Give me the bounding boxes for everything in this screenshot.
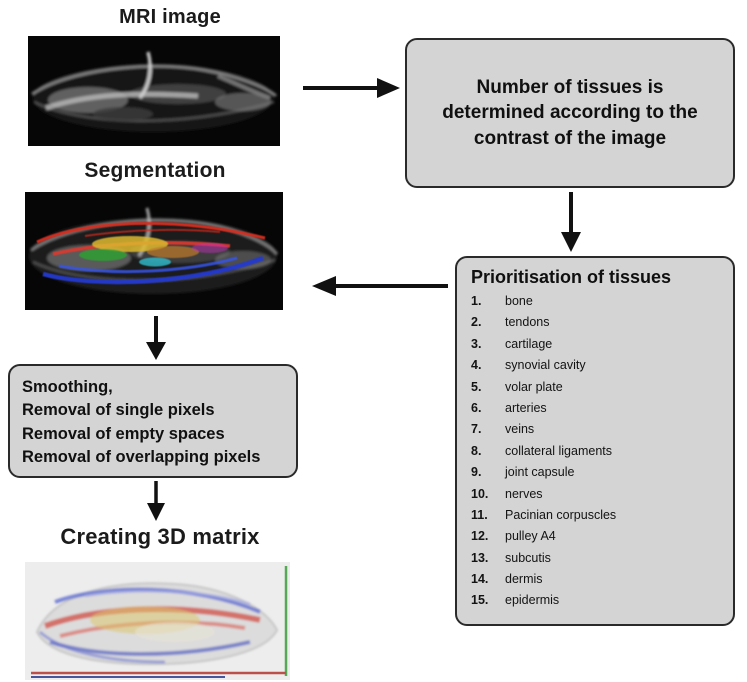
item-label: veins	[505, 422, 535, 437]
prioritisation-item: 6. arteries	[471, 401, 725, 422]
prioritisation-item: 13. subcutis	[471, 551, 725, 572]
arrow-processing-to-matrix	[147, 481, 165, 521]
item-label: cartilage	[505, 336, 553, 351]
matrix-title: Creating 3D matrix	[60, 524, 260, 549]
item-label: volar plate	[505, 379, 563, 394]
item-label: dermis	[505, 572, 543, 587]
prioritisation-item: 10. nerves	[471, 487, 725, 508]
tissue-count-text: Number of tissues is determined accordin…	[442, 77, 698, 149]
processing-line: Smoothing,	[22, 378, 113, 396]
processing-line: Removal of overlapping pixels	[22, 448, 261, 467]
prioritisation-item: 14. dermis	[471, 572, 725, 593]
prioritisation-title: Prioritisation of tissues	[471, 267, 672, 287]
item-label: nerves	[505, 486, 543, 501]
prioritisation-item: 1. bone	[471, 294, 725, 315]
prioritisation-list: 1. bone 2. tendons 3. cartilage 4. synov…	[471, 294, 725, 615]
item-number: 6.	[471, 400, 482, 415]
arrow-prioritisation-to-segmentation	[312, 276, 448, 296]
arrow-segmentation-to-processing	[146, 316, 166, 360]
item-number: 12.	[471, 529, 489, 544]
processing-line: Removal of single pixels	[22, 401, 215, 420]
prioritisation-item: 11. Pacinian corpuscles	[471, 508, 725, 529]
processing-line: Removal of empty spaces	[22, 424, 225, 443]
item-number: 13.	[471, 550, 489, 565]
item-label: pulley A4	[505, 529, 556, 544]
item-label: arteries	[505, 400, 547, 415]
processing-box: Smoothing, Removal of single pixels Remo…	[8, 364, 298, 478]
item-label: tendons	[505, 315, 550, 330]
prioritisation-item: 5. volar plate	[471, 380, 725, 401]
item-number: 8.	[471, 443, 482, 458]
item-number: 5.	[471, 379, 482, 394]
arrow-count-to-prioritisation	[561, 192, 581, 252]
prioritisation-item: 7. veins	[471, 422, 725, 443]
item-number: 9.	[471, 465, 482, 480]
prioritisation-item: 2. tendons	[471, 315, 725, 336]
item-number: 11.	[471, 507, 488, 522]
mri-scan-graphic	[28, 36, 280, 146]
item-number: 3.	[471, 336, 482, 351]
prioritisation-item: 9. joint capsule	[471, 465, 725, 486]
prioritisation-item: 3. cartilage	[471, 337, 725, 358]
item-label: synovial cavity	[505, 358, 586, 373]
item-label: bone	[505, 294, 533, 308]
matrix-image	[25, 562, 290, 680]
matrix-render-graphic	[25, 562, 290, 680]
item-number: 2.	[471, 315, 482, 330]
segmentation-title: Segmentation	[84, 159, 226, 182]
prioritisation-item: 12. pulley A4	[471, 529, 725, 550]
item-label: Pacinian corpuscles	[505, 507, 617, 522]
prioritisation-box: Prioritisation of tissues 1. bone 2. ten…	[455, 256, 735, 626]
item-number: 7.	[471, 422, 482, 437]
item-label: epidermis	[505, 593, 560, 608]
prioritisation-item: 8. collateral ligaments	[471, 444, 725, 465]
item-number: 15.	[471, 593, 489, 608]
segmentation-scan-graphic	[25, 192, 283, 310]
item-label: collateral ligaments	[505, 443, 612, 458]
tissue-count-box: Number of tissues is determined accordin…	[405, 38, 735, 188]
item-number: 4.	[471, 358, 482, 373]
item-number: 14.	[471, 572, 489, 587]
mri-image	[28, 36, 280, 146]
segmentation-image	[25, 192, 283, 310]
item-label: subcutis	[505, 550, 551, 565]
arrow-mri-to-count-box	[303, 78, 400, 98]
item-number: 10.	[471, 486, 489, 501]
prioritisation-item: 4. synovial cavity	[471, 358, 725, 379]
mri-image-title: MRI image	[119, 6, 221, 28]
item-number: 1.	[471, 294, 482, 308]
prioritisation-item: 15. epidermis	[471, 593, 725, 614]
item-label: joint capsule	[505, 465, 575, 480]
